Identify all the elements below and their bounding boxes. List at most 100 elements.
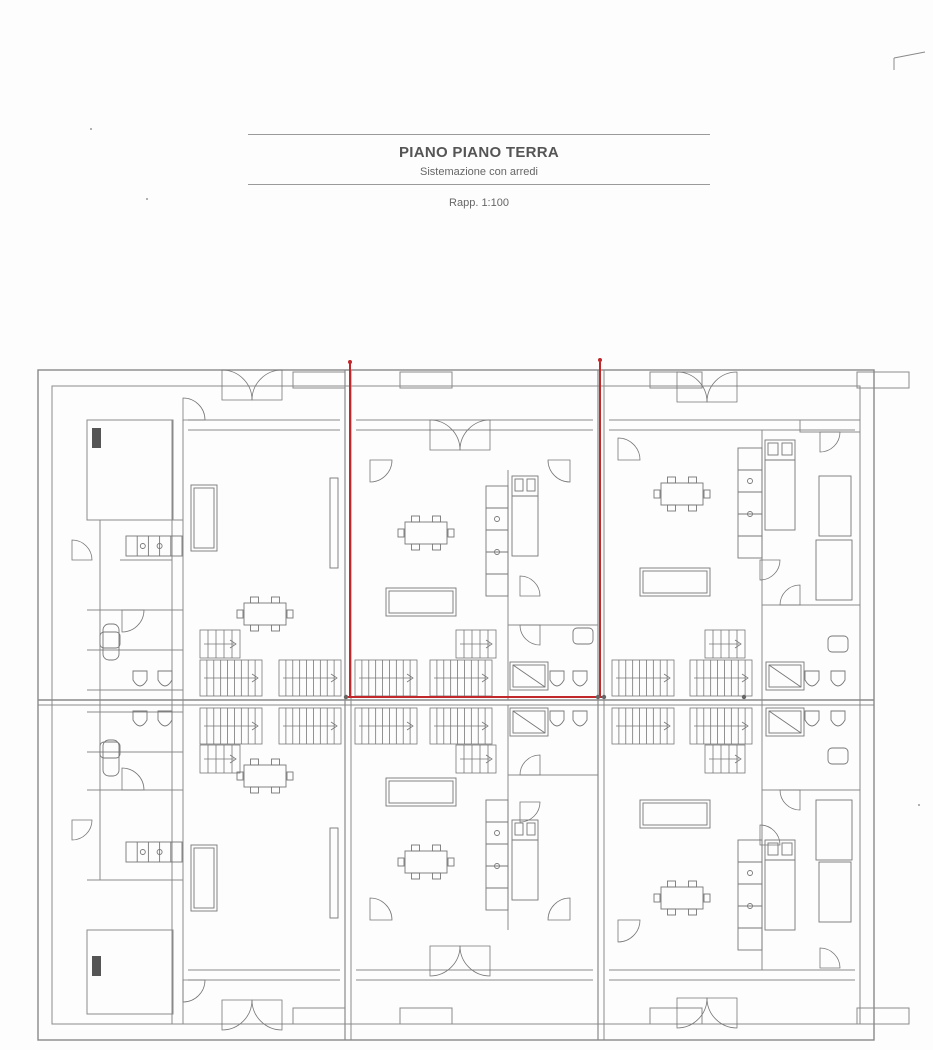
chair bbox=[688, 476, 697, 484]
bed bbox=[511, 475, 539, 557]
chair bbox=[653, 893, 661, 903]
hob-burner bbox=[747, 511, 753, 517]
staircase-landing bbox=[455, 744, 497, 774]
door-swing bbox=[251, 999, 283, 1031]
sanitary-fixture bbox=[830, 710, 846, 727]
door-swing bbox=[519, 575, 541, 597]
dining-table bbox=[660, 886, 704, 910]
chair bbox=[667, 504, 676, 512]
tv-cabinet bbox=[329, 827, 339, 919]
pillow bbox=[526, 822, 536, 836]
chair bbox=[286, 771, 294, 781]
bathtub bbox=[102, 623, 120, 661]
door-swing bbox=[519, 801, 541, 823]
door-swing bbox=[182, 979, 206, 1003]
sanitary-fixture bbox=[804, 710, 820, 727]
staircase bbox=[354, 707, 418, 745]
chair bbox=[250, 758, 259, 766]
sheet-corner-mark bbox=[893, 51, 926, 59]
kitchen-counter bbox=[485, 799, 509, 911]
staircase-landing bbox=[704, 744, 746, 774]
hob-burner bbox=[139, 543, 146, 549]
stair-arrowhead bbox=[229, 639, 237, 649]
pillow bbox=[514, 478, 524, 492]
stair-arrowhead bbox=[251, 721, 259, 731]
stair-arrowhead bbox=[741, 721, 749, 731]
wardrobe bbox=[818, 475, 852, 537]
shower-tray bbox=[768, 710, 802, 734]
hob-burner bbox=[156, 543, 163, 549]
stair-arrowhead bbox=[485, 754, 493, 764]
junction-dot bbox=[343, 694, 349, 700]
door-swing bbox=[459, 419, 491, 451]
chair bbox=[447, 857, 455, 867]
bay-recess bbox=[856, 371, 910, 389]
staircase bbox=[199, 707, 263, 745]
chair bbox=[397, 857, 405, 867]
door-swing bbox=[617, 437, 641, 461]
courtyard-wall bbox=[86, 929, 174, 1015]
highlighted-unit bbox=[348, 362, 604, 698]
sofa-cushion bbox=[642, 802, 708, 826]
plan-subtitle: Sistemazione con arredi bbox=[419, 166, 538, 178]
title-block: PIANO PIANO TERRA Sistemazione con arred… bbox=[248, 134, 710, 209]
shower-diagonal bbox=[512, 664, 546, 688]
kitchen-counter bbox=[125, 841, 183, 863]
paper-speck bbox=[146, 198, 148, 200]
washbasin bbox=[827, 635, 849, 653]
chair bbox=[250, 786, 259, 794]
door-swing bbox=[779, 789, 801, 811]
door-swing bbox=[706, 997, 738, 1029]
chair bbox=[432, 515, 441, 523]
staircase bbox=[429, 707, 493, 745]
column-marker bbox=[92, 956, 101, 976]
bathtub bbox=[102, 739, 120, 777]
door-swing bbox=[182, 397, 206, 421]
sanitary-fixture bbox=[549, 670, 565, 687]
sofa-cushion bbox=[193, 487, 215, 549]
sanitary-fixture bbox=[157, 710, 173, 727]
title-rule-bottom bbox=[248, 184, 710, 185]
kitchen-counter bbox=[737, 447, 763, 559]
paper-speck bbox=[918, 804, 920, 806]
shower-diagonal bbox=[768, 710, 802, 734]
staircase bbox=[278, 659, 342, 697]
door-swing bbox=[221, 369, 253, 401]
door-swing bbox=[759, 824, 781, 846]
staircase-landing bbox=[455, 629, 497, 659]
plan-title: PIANO PIANO TERRA bbox=[398, 144, 560, 161]
sofa-cushion bbox=[388, 590, 454, 614]
junction-dot bbox=[595, 694, 601, 700]
door-swing bbox=[547, 897, 571, 921]
door-swing bbox=[779, 584, 801, 606]
staircase bbox=[611, 707, 675, 745]
hob-burner bbox=[494, 863, 500, 869]
chair bbox=[271, 596, 280, 604]
chair bbox=[271, 624, 280, 632]
door-swing bbox=[369, 897, 393, 921]
stair-arrowhead bbox=[481, 673, 489, 683]
stair-arrowhead bbox=[481, 721, 489, 731]
hob-burner bbox=[747, 870, 753, 876]
chair bbox=[688, 908, 697, 916]
pillow bbox=[514, 822, 524, 836]
wardrobe bbox=[818, 861, 852, 923]
door-swing bbox=[121, 609, 145, 633]
sanitary-fixture bbox=[804, 670, 820, 687]
pillow bbox=[781, 442, 793, 456]
hob-burner bbox=[156, 849, 163, 855]
door-swing bbox=[429, 419, 461, 451]
sofa bbox=[639, 567, 711, 597]
sanitary-fixture bbox=[830, 670, 846, 687]
staircase-landing bbox=[704, 629, 746, 659]
chair bbox=[411, 872, 420, 880]
chair bbox=[271, 786, 280, 794]
chair bbox=[653, 489, 661, 499]
bay-recess bbox=[649, 371, 703, 389]
stair-arrowhead bbox=[663, 673, 671, 683]
plan-scale: Rapp. 1:100 bbox=[449, 197, 509, 209]
junction-dot bbox=[601, 694, 607, 700]
stair-arrowhead bbox=[406, 673, 414, 683]
kitchen-counter bbox=[485, 485, 509, 597]
